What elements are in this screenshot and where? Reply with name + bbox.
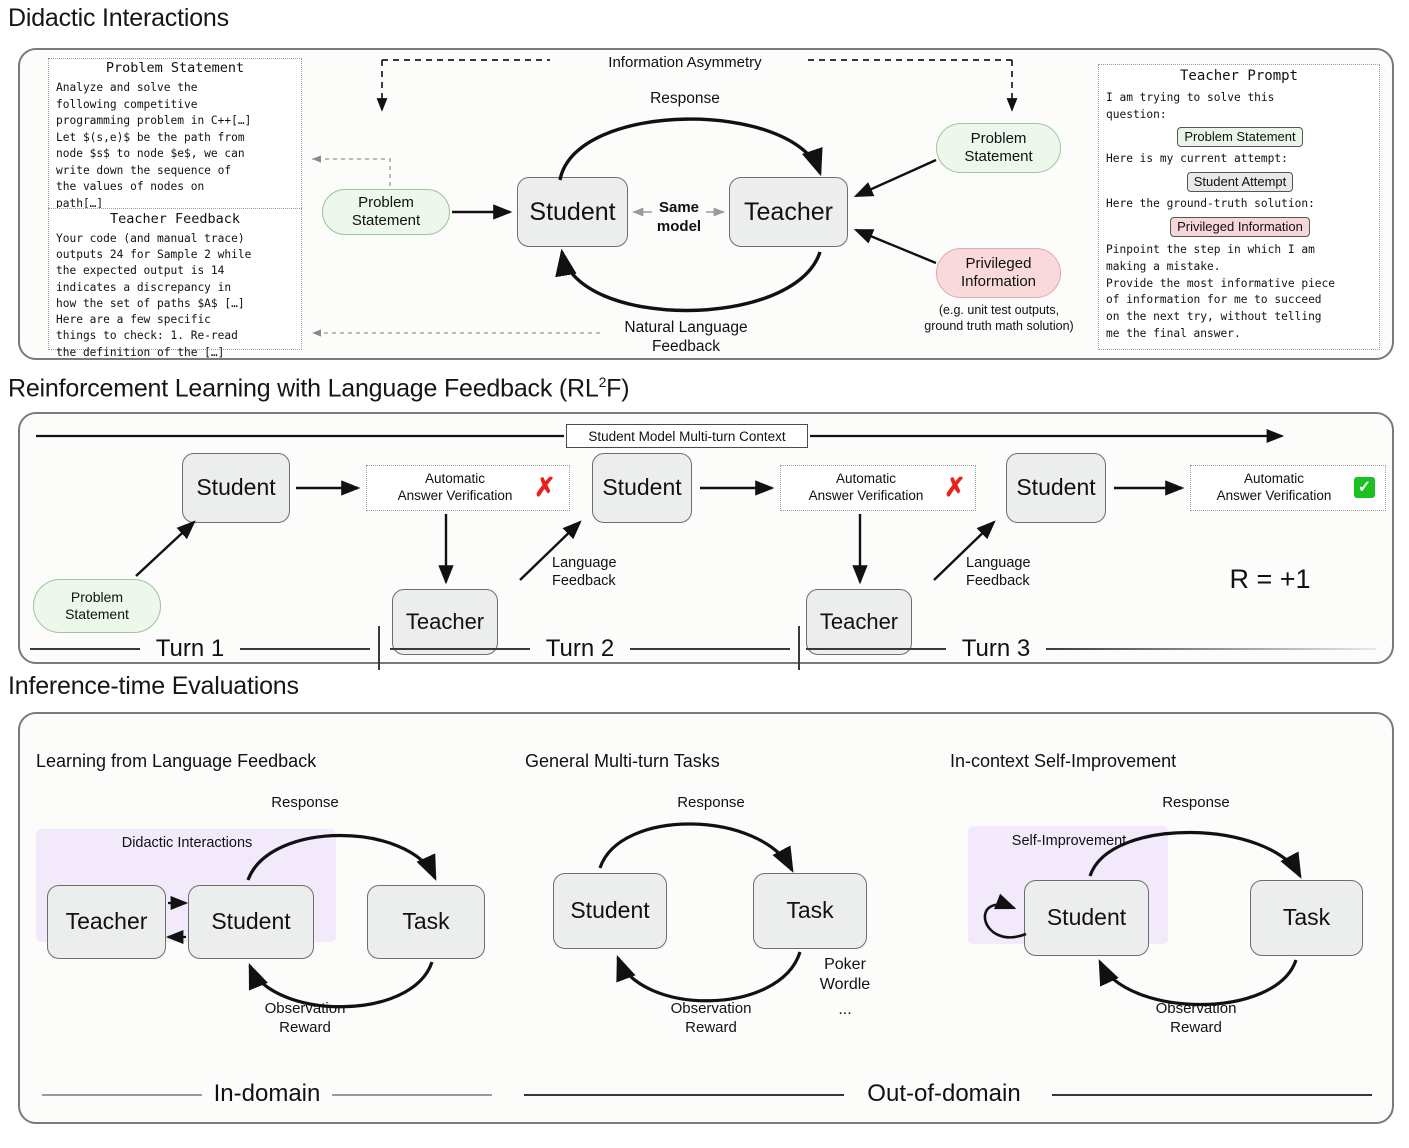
problem-statement-doc: [48, 58, 302, 210]
response-label-eval2: Response: [677, 794, 745, 811]
teacher-feedback-doc-title: Teacher Feedback: [109, 211, 241, 227]
task-node-eval2: Task: [753, 873, 867, 949]
cross-icon-1: ✗: [534, 472, 556, 502]
same-model-label: Same model: [656, 199, 702, 235]
student-node-didactic: Student: [517, 177, 628, 247]
student-node-turn1: Student: [182, 453, 290, 523]
rl2f-title-post: F): [606, 374, 630, 403]
student-node-turn2: Student: [592, 453, 692, 523]
privileged-information-pill: Privileged Information: [936, 248, 1061, 298]
self-improvement-highlight-label: Self-Improvement: [1011, 833, 1127, 849]
task-node-eval1: Task: [367, 885, 485, 959]
language-feedback-label-2: Language Feedback: [966, 555, 1031, 590]
turn1-rule-left: [30, 648, 140, 650]
tp-line10: me the final answer.: [1106, 326, 1241, 340]
tag-student-attempt: Student Attempt: [1186, 171, 1294, 192]
student-node-eval3: Student: [1024, 880, 1149, 956]
rl2f-title-pre: Reinforcement Learning with Language Fee…: [8, 374, 599, 403]
rl2f-title-sup: 2: [598, 374, 607, 390]
section-title-rl2f: Reinforcement Learning with Language Fee…: [8, 374, 630, 403]
information-asymmetry-label: Information Asymmetry: [608, 54, 762, 71]
response-label-eval3: Response: [1162, 794, 1230, 811]
turn2-label: Turn 2: [545, 635, 615, 662]
observation-reward-label-eval2: Observation Reward: [670, 1000, 752, 1036]
tp-line3: Here is my current attempt:: [1106, 151, 1288, 165]
inference-panel2-title: General Multi-turn Tasks: [525, 751, 720, 771]
in-domain-label: In-domain: [213, 1080, 321, 1107]
nl-feedback-label: Natural Language Feedback: [624, 319, 748, 356]
tasks-ellipsis: ...: [838, 1001, 852, 1018]
problem-statement-doc-body: Analyze and solve the following competit…: [56, 81, 252, 211]
teacher-node-turn2: Teacher: [806, 589, 912, 655]
problem-statement-doc-title: Problem Statement: [105, 60, 245, 76]
turn-divider-1: [378, 626, 380, 670]
tasks-list-label: Poker Wordle: [819, 956, 871, 993]
problem-statement-pill-right: Problem Statement: [936, 123, 1061, 173]
problem-statement-pill-left: Problem Statement: [322, 189, 450, 235]
turn1-rule-right: [240, 648, 370, 650]
observation-reward-label-eval3: Observation Reward: [1155, 1000, 1237, 1036]
verification-box-1: [366, 465, 570, 511]
tp-line6: making a mistake.: [1106, 259, 1221, 273]
verification-box-3: [1190, 465, 1386, 511]
reward-value: R = +1: [1229, 564, 1311, 594]
problem-statement-pill-rl2f: Problem Statement: [33, 579, 161, 633]
verification-box-2: [780, 465, 976, 511]
context-banner: Student Model Multi-turn Context: [566, 424, 808, 448]
turn2-rule-left: [390, 648, 530, 650]
verification-label-1: Automatic Answer Verification: [397, 471, 513, 503]
turn-divider-2: [798, 626, 800, 670]
tp-line1: I am trying to solve this: [1106, 91, 1275, 104]
response-label-didactic: Response: [650, 90, 720, 107]
turn1-label: Turn 1: [155, 635, 225, 662]
language-feedback-label-1: Language Feedback: [552, 555, 617, 590]
teacher-node-eval1: Teacher: [47, 885, 166, 959]
turn3-label: Turn 3: [961, 635, 1031, 662]
turn3-rule-left: [806, 648, 946, 650]
out-domain-rule-left: [524, 1094, 844, 1096]
teacher-node-didactic: Teacher: [729, 177, 848, 247]
teacher-feedback-doc: [48, 208, 302, 350]
student-node-turn3: Student: [1006, 453, 1106, 523]
tp-line5: Pinpoint the step in which I am: [1106, 242, 1315, 256]
task-node-eval3: Task: [1250, 880, 1363, 956]
turn2-rule-right: [630, 648, 790, 650]
tp-line7: Provide the most informative piece: [1106, 276, 1336, 290]
tp-line4: Here the ground-truth solution:: [1106, 196, 1315, 210]
out-domain-rule-right: [1052, 1094, 1372, 1096]
student-node-eval2: Student: [553, 873, 667, 949]
response-label-eval1: Response: [271, 794, 339, 811]
tag-privileged-information: Privileged Information: [1170, 216, 1310, 237]
verification-label-2: Automatic Answer Verification: [808, 471, 924, 503]
tp-line2: question:: [1106, 107, 1167, 121]
inference-panel3-title: In-context Self-Improvement: [950, 751, 1177, 771]
rl2f-panel: [18, 412, 1394, 664]
in-domain-rule-right: [332, 1094, 492, 1096]
observation-reward-label-eval1: Observation Reward: [264, 1000, 346, 1036]
tp-line8: of information for me to succeed: [1106, 293, 1322, 307]
teacher-node-turn1: Teacher: [392, 589, 498, 655]
section-title-didactic: Didactic Interactions: [8, 4, 229, 32]
verification-label-3: Automatic Answer Verification: [1216, 471, 1332, 503]
tag-problem-statement: Problem Statement: [1177, 126, 1303, 147]
teacher-feedback-doc-body: Your code (and manual trace) outputs 24 …: [56, 232, 252, 359]
turn3-rule-right: [1046, 648, 1376, 650]
teacher-prompt-doc-title: Teacher Prompt: [1179, 68, 1298, 84]
cross-icon-2: ✗: [944, 472, 966, 502]
out-domain-label: Out-of-domain: [867, 1080, 1021, 1107]
privileged-information-caption: (e.g. unit test outputs, ground truth ma…: [924, 303, 1074, 333]
didactic-interactions-highlight-label: Didactic Interactions: [121, 835, 253, 851]
check-icon: ✓: [1354, 477, 1375, 498]
tp-line9: on the next try, without telling: [1106, 310, 1322, 324]
student-node-eval1: Student: [188, 885, 314, 959]
in-domain-rule-left: [42, 1094, 202, 1096]
teacher-prompt-doc: [1098, 64, 1380, 350]
section-title-inference: Inference-time Evaluations: [8, 672, 299, 700]
inference-panel1-title: Learning from Language Feedback: [36, 751, 317, 771]
